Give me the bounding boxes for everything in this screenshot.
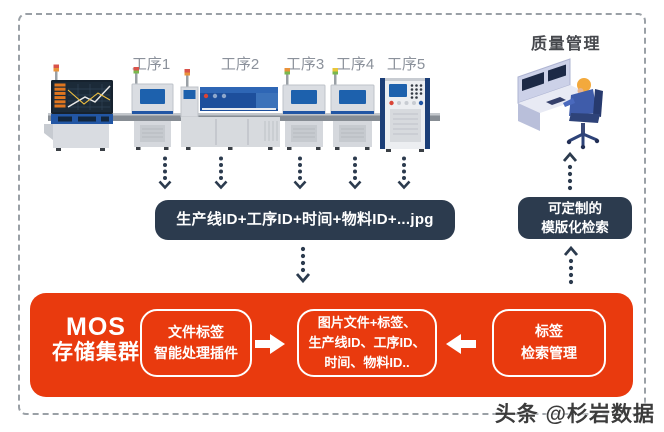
- machine-4-icon: [330, 68, 375, 150]
- dotted-arrow-down-icon: [214, 156, 228, 190]
- process-label-3: 工序3: [285, 56, 325, 73]
- dotted-arrow-down-icon: [397, 156, 411, 190]
- dashed-border-frame: [18, 13, 646, 415]
- dotted-arrow-down-icon: [295, 246, 311, 284]
- quality-operator-illustration: [517, 58, 603, 150]
- filename-format-box: 生产线ID+工序ID+时间+物料ID+...jpg: [155, 200, 455, 240]
- file-tag-plugin-line1: 文件标签: [168, 324, 224, 340]
- machine-1-icon: [131, 67, 174, 150]
- dotted-arrow-up-icon: [563, 245, 579, 285]
- machine-3-icon: [282, 68, 326, 150]
- tagged-image-line2: 生产线ID、工序ID、: [308, 334, 426, 350]
- mos-cluster-title: MOS 存储集群: [40, 314, 152, 365]
- file-tag-plugin-line2: 智能处理插件: [154, 345, 238, 361]
- process-label-1: 工序1: [131, 56, 171, 73]
- process-label-2: 工序2: [220, 56, 260, 73]
- tag-search-management-box: 标签 检索管理: [492, 309, 606, 377]
- template-search-line1: 可定制的: [548, 201, 602, 216]
- tagged-image-line3: 时间、物料ID..: [324, 355, 410, 371]
- mos-title-line2: 存储集群: [52, 341, 140, 364]
- dotted-arrow-down-icon: [293, 156, 307, 190]
- template-search-line2: 模版化检索: [541, 219, 609, 235]
- dotted-arrow-up-icon: [562, 151, 578, 191]
- tagged-image-line1: 图片文件+标签、: [317, 314, 417, 330]
- mos-title-line1: MOS: [66, 313, 126, 341]
- quality-management-label: 质量管理: [530, 36, 602, 53]
- control-station-icon: [44, 64, 113, 151]
- dotted-arrow-down-icon: [158, 156, 172, 190]
- arrow-left-icon: [446, 334, 476, 354]
- tag-search-line1: 标签: [535, 323, 563, 340]
- machine-2-icon: [180, 69, 280, 150]
- watermark-text: 头条 @杉岩数据: [494, 403, 655, 426]
- production-line-illustration: [44, 64, 440, 152]
- arrow-right-icon: [255, 334, 285, 354]
- process-label-5: 工序5: [386, 56, 426, 73]
- template-search-box: 可定制的 模版化检索: [518, 197, 632, 239]
- machine-5-icon: [380, 78, 430, 152]
- tag-search-line2: 检索管理: [521, 345, 577, 361]
- dotted-arrow-down-icon: [348, 156, 362, 190]
- process-label-4: 工序4: [335, 56, 375, 73]
- tagged-image-data-box: 图片文件+标签、 生产线ID、工序ID、 时间、物料ID..: [297, 309, 437, 377]
- file-tag-plugin-box: 文件标签 智能处理插件: [140, 309, 252, 377]
